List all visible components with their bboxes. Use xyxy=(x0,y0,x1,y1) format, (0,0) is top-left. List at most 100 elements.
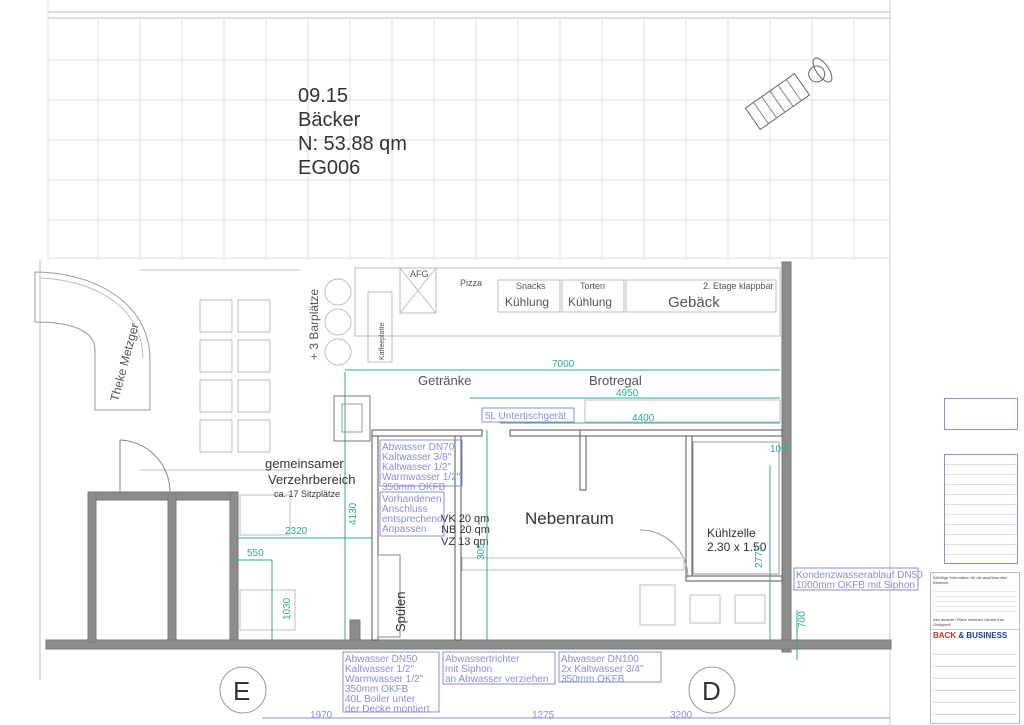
svg-text:Warmwasser 1/2": Warmwasser 1/2" xyxy=(345,674,424,685)
legend-box-top xyxy=(944,398,1018,430)
legend-box-symbols xyxy=(944,454,1018,564)
title-footer-note: Alle anderen Pläne verlieren hiermit ihr… xyxy=(933,617,1005,627)
note-abwasser-3: Abwasser DN100 2x Kaltwasser 3/4" 350mm … xyxy=(558,651,662,685)
svg-text:350mm OKFB: 350mm OKFB xyxy=(345,684,409,695)
brotregal-shelf xyxy=(584,399,781,423)
note-abwasser-2: Abwasser DN50 Kaltwasser 1/2" Warmwasser… xyxy=(342,651,440,715)
untertisch-label: 5L Untertischgerät xyxy=(485,411,567,422)
svg-text:Anpassen: Anpassen xyxy=(382,524,426,535)
spuelen-label: Spülen xyxy=(393,592,408,632)
svg-text:Kondenzwasserablauf DN50: Kondenzwasserablauf DN50 xyxy=(796,570,923,581)
svg-text:Vorhandenen: Vorhandenen xyxy=(382,494,442,505)
room-name: Bäcker xyxy=(298,109,361,131)
svg-text:Abwasser DN70: Abwasser DN70 xyxy=(382,442,455,453)
svg-text:Abwasser DN50: Abwasser DN50 xyxy=(345,654,418,665)
bar-stools xyxy=(324,278,352,366)
seating-furniture xyxy=(39,260,300,680)
kuehlung-label-1: Kühlung xyxy=(505,295,549,309)
untertisch-box xyxy=(481,407,575,423)
dim-4400: 4400 xyxy=(632,413,655,424)
svg-text:der Decke montiert: der Decke montiert xyxy=(345,704,430,715)
vz-label: VZ 13 qm xyxy=(441,536,489,548)
axis-e-label: E xyxy=(233,676,250,706)
dim-1275: 1275 xyxy=(532,710,555,721)
note-kondens: Kondenzwasserablauf DN50 1000mm OKFB mit… xyxy=(793,567,923,591)
spuelen-sink xyxy=(377,554,401,638)
upper-grid xyxy=(47,0,891,725)
kaffee-station xyxy=(367,291,393,363)
inner-walls xyxy=(371,429,783,641)
shopping-cart-figure xyxy=(744,57,833,131)
dim-2775: 2775 xyxy=(754,545,765,568)
title-block: Wichtige Information für die ausführende… xyxy=(930,572,1020,724)
back-counter xyxy=(354,267,781,337)
nebenraum-shelves xyxy=(461,557,685,571)
nebenraum-label: Nebenraum xyxy=(525,509,614,528)
svg-text:Kaltwasser 1/2": Kaltwasser 1/2" xyxy=(345,664,415,675)
theke-metzger-counter xyxy=(34,271,151,411)
brand-logo: BACK & BUSINESS xyxy=(931,629,1019,641)
room-number: 09.15 xyxy=(298,85,348,107)
room-area: N: 53.88 qm xyxy=(298,133,407,155)
vk-label: VK 20 qm xyxy=(441,513,489,525)
dim-3200: 3200 xyxy=(670,710,693,721)
theke-metzger-label: Theke Metzger xyxy=(107,322,141,403)
note-trichter: Abwassertrichter mit Siphon an Abwasser … xyxy=(442,651,556,685)
note-vorhanden: Vorhandenen Anschluss entsprechend Anpas… xyxy=(379,491,445,537)
kuehlung-label-2: Kühlung xyxy=(568,295,612,309)
nb-label: NB 20 qm xyxy=(441,524,490,536)
afg-label: AFG xyxy=(410,269,429,279)
kuehlzelle-box xyxy=(692,441,780,575)
kaffee-label: Kaffeeplatte xyxy=(379,323,386,360)
svg-text:mit Siphon: mit Siphon xyxy=(445,664,492,675)
getraenke-label: Getränke xyxy=(418,373,471,388)
svg-text:Kaltwasser 3/8": Kaltwasser 3/8" xyxy=(382,452,452,463)
bottom-wall xyxy=(45,639,892,650)
dim-2320: 2320 xyxy=(285,526,308,537)
svg-text:Abwassertrichter: Abwassertrichter xyxy=(445,654,520,665)
pizza-label: Pizza xyxy=(460,278,482,288)
svg-text:350mm OKFB: 350mm OKFB xyxy=(382,482,446,493)
brand-part-b: BUSINESS xyxy=(966,631,1008,640)
svg-text:an Abwasser verziehen: an Abwasser verziehen xyxy=(445,674,548,685)
right-wall xyxy=(781,261,792,653)
dim-305: 305 xyxy=(476,543,487,560)
dim-100: 100 xyxy=(770,444,787,455)
note-abwasser-1: Abwasser DN70 Kaltwasser 3/8" Kaltwasser… xyxy=(379,439,463,493)
etage-label: 2. Etage klappbar xyxy=(703,281,774,291)
verzehr-line-1: gemeinsamer xyxy=(265,456,344,471)
svg-text:2x Kaltwasser 3/4": 2x Kaltwasser 3/4" xyxy=(561,664,644,675)
axis-e-circle xyxy=(219,666,267,714)
dim-1970: 1970 xyxy=(310,710,333,721)
svg-text:Warmwasser 1/2": Warmwasser 1/2" xyxy=(382,472,461,483)
brotregal-label: Brotregal xyxy=(589,373,642,388)
brand-part-a: BACK xyxy=(933,631,957,640)
room-code: EG006 xyxy=(298,157,360,179)
barplaetze-label: + 3 Barplätze xyxy=(307,289,321,360)
title-notice: Wichtige Information für die ausführende… xyxy=(933,575,1008,585)
torten-label: Torten xyxy=(580,281,605,291)
svg-text:40L Boiler unter: 40L Boiler unter xyxy=(345,694,416,705)
dim-4950: 4950 xyxy=(616,388,639,399)
svg-text:350mm OKFB: 350mm OKFB xyxy=(561,674,625,685)
dim-700: 700 xyxy=(797,611,808,628)
dim-7000: 7000 xyxy=(552,359,575,370)
kuehlzelle-size: 2.30 x 1.50 xyxy=(707,540,767,554)
svg-text:Abwasser DN100: Abwasser DN100 xyxy=(561,654,639,665)
gebaeck-label: Gebäck xyxy=(668,294,720,311)
svg-text:1000mm OKFB mit Siphon: 1000mm OKFB mit Siphon xyxy=(796,580,915,591)
verzehr-line-2: Verzehrbereich xyxy=(268,472,355,487)
axis-d-circle xyxy=(688,666,736,714)
sitzplaetze-label: ca. 17 Sitzplätze xyxy=(274,489,340,499)
snacks-label: Snacks xyxy=(516,281,546,291)
svg-text:Anschluss: Anschluss xyxy=(382,504,428,515)
getraenke-fridge xyxy=(333,395,371,442)
dim-4130: 4130 xyxy=(348,502,359,525)
svg-text:entsprechend: entsprechend xyxy=(382,514,443,525)
kuehlzelle-door xyxy=(639,529,689,579)
kuehlzelle-label: Kühlzelle xyxy=(707,526,756,540)
axis-d-label: D xyxy=(702,676,721,706)
svg-text:Kaltwasser 1/2": Kaltwasser 1/2" xyxy=(382,462,452,473)
brand-amp: & xyxy=(956,631,967,640)
